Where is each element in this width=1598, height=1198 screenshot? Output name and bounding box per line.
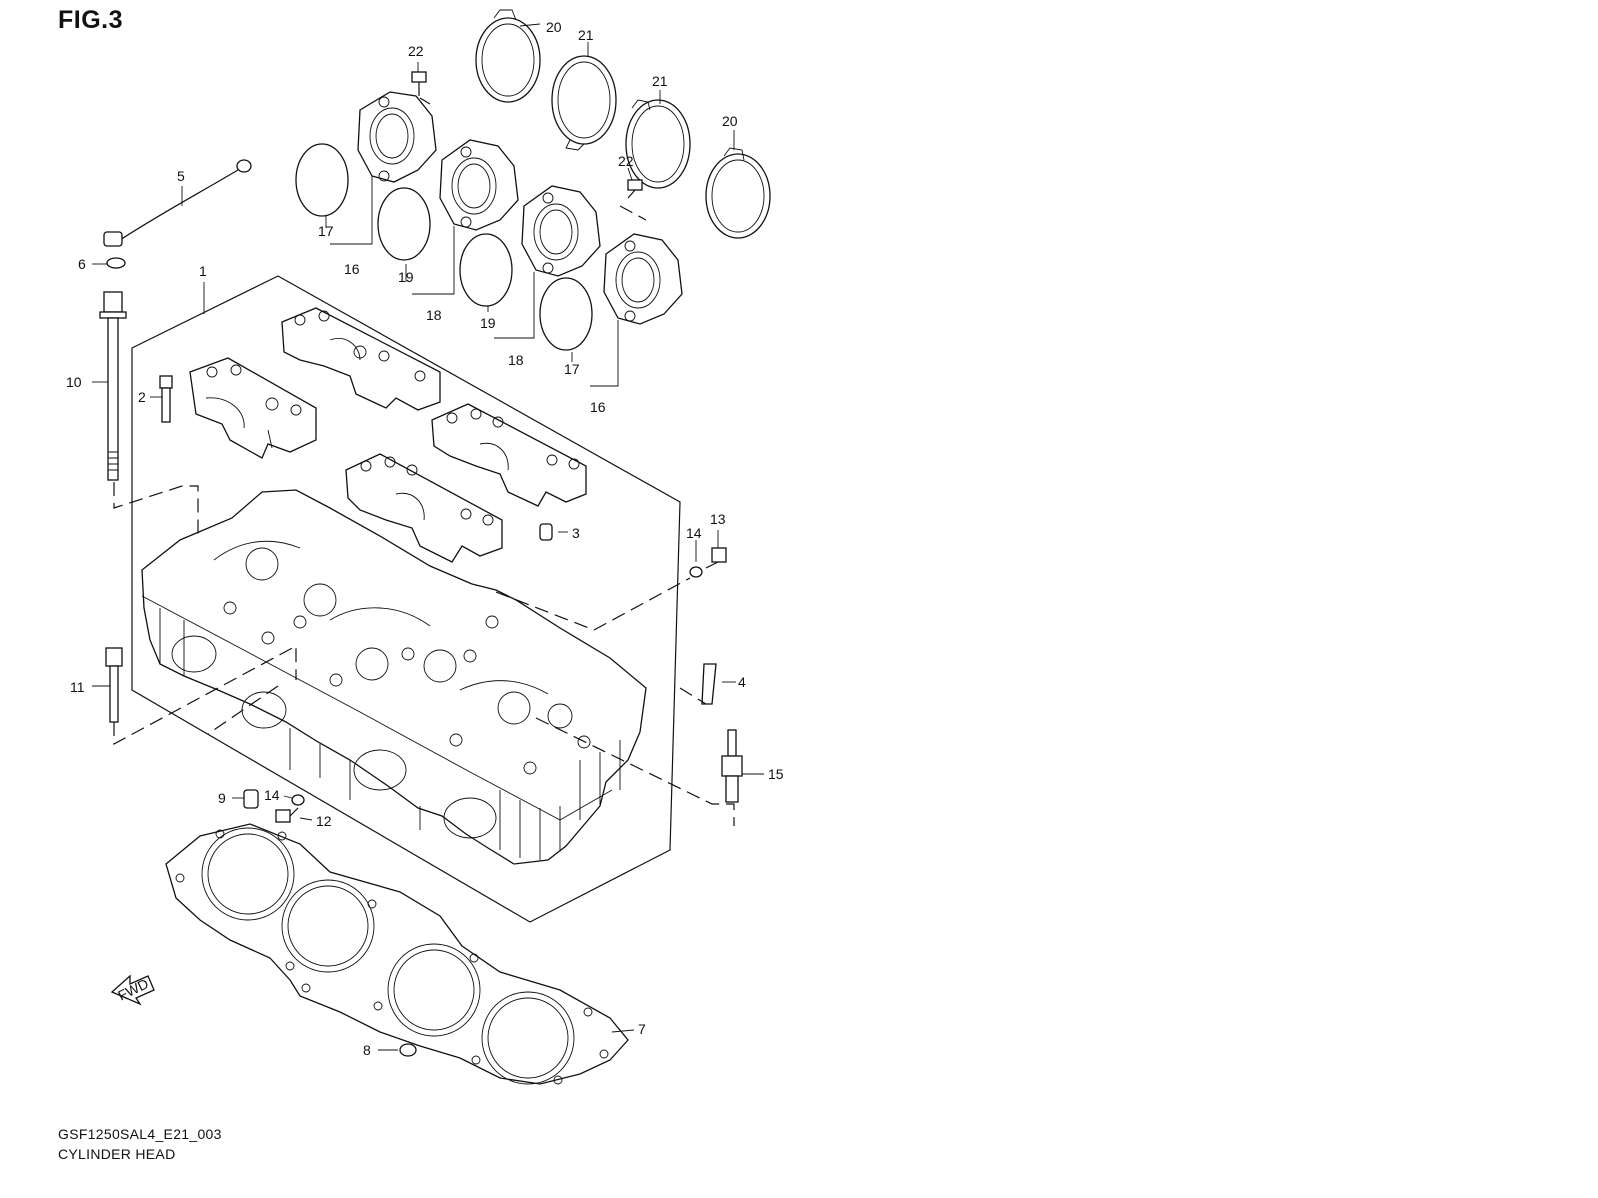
figure-name: CYLINDER HEAD	[58, 1146, 176, 1162]
clamp-21-left	[551, 55, 617, 151]
spark-plug	[721, 729, 743, 803]
clamp-20-right	[705, 147, 771, 239]
bolt-10	[99, 291, 127, 481]
screw-22-left	[411, 71, 427, 96]
o-ring-17-right	[539, 277, 593, 351]
cylinder-head-gasket	[165, 823, 629, 1085]
clamp-20-left	[475, 9, 541, 103]
fwd-arrow-icon: FWD	[110, 974, 155, 1006]
screw-22-right	[627, 179, 643, 199]
bolt-2	[159, 375, 173, 423]
callout-18-right: 18	[508, 352, 524, 368]
callout-19-left: 19	[398, 269, 414, 285]
callout-17-right: 17	[564, 361, 580, 377]
callout-5: 5	[177, 168, 185, 184]
callout-4: 4	[738, 674, 746, 690]
callout-18-left: 18	[426, 307, 442, 323]
washer-8	[399, 1043, 417, 1057]
intake-pipe-4	[603, 233, 683, 325]
callout-10: 10	[66, 374, 82, 390]
dowel-3	[539, 523, 553, 541]
oil-pipe	[103, 159, 252, 247]
camshaft-holder-right-front	[345, 453, 503, 563]
bolt-13	[705, 547, 727, 569]
washer-14-upper	[689, 566, 703, 578]
callout-labels: 1 2 3 4 5 6 7 8 9 10 11 12 13 14 14 15 1…	[66, 19, 784, 1058]
callout-6: 6	[78, 256, 86, 272]
callout-7: 7	[638, 1021, 646, 1037]
figure-title: FIG.3	[58, 6, 124, 34]
callout-16-right: 16	[590, 399, 606, 415]
callout-13: 13	[710, 511, 726, 527]
washer-6	[106, 257, 126, 269]
pin-4	[701, 663, 717, 705]
callout-19-right: 19	[480, 315, 496, 331]
callout-9: 9	[218, 790, 226, 806]
o-ring-19-left	[377, 187, 431, 261]
callout-11: 11	[70, 679, 85, 695]
intake-pipe-1	[357, 91, 437, 183]
callout-21-left: 21	[578, 27, 594, 43]
figure-code: GSF1250SAL4_E21_003	[58, 1126, 222, 1142]
assembly-dash-lines	[113, 97, 735, 826]
callout-2: 2	[138, 389, 146, 405]
dowel-9	[243, 789, 259, 809]
camshaft-holder-left-front	[189, 357, 317, 459]
o-ring-19-right	[459, 233, 513, 307]
callout-12: 12	[316, 813, 332, 829]
callout-22-right: 22	[618, 153, 634, 169]
callout-8: 8	[363, 1042, 371, 1058]
callout-21-right: 21	[652, 73, 668, 89]
washer-14-lower	[291, 794, 305, 806]
clamp-21-right	[625, 99, 691, 189]
leader-lines	[92, 23, 764, 1051]
cylinder-head-body	[141, 489, 647, 865]
camshaft-holder-left-rear	[281, 307, 441, 411]
callout-3: 3	[572, 525, 580, 541]
callout-17-left: 17	[318, 223, 334, 239]
callout-20-right: 20	[722, 113, 738, 129]
bolt-12	[275, 807, 299, 823]
callout-1: 1	[199, 263, 207, 279]
intake-pipe-2	[439, 139, 519, 231]
camshaft-holder-right-rear	[431, 403, 587, 507]
callout-14-lower: 14	[264, 787, 280, 803]
callout-14-upper: 14	[686, 525, 702, 541]
callout-15: 15	[768, 766, 784, 782]
intake-pipe-3	[521, 185, 601, 277]
o-ring-17-left	[295, 143, 349, 217]
callout-22-left: 22	[408, 43, 424, 59]
callout-16-left: 16	[344, 261, 360, 277]
cylinder-head-frame	[131, 275, 681, 923]
bolt-11	[105, 647, 123, 723]
callout-20-left: 20	[546, 19, 562, 35]
